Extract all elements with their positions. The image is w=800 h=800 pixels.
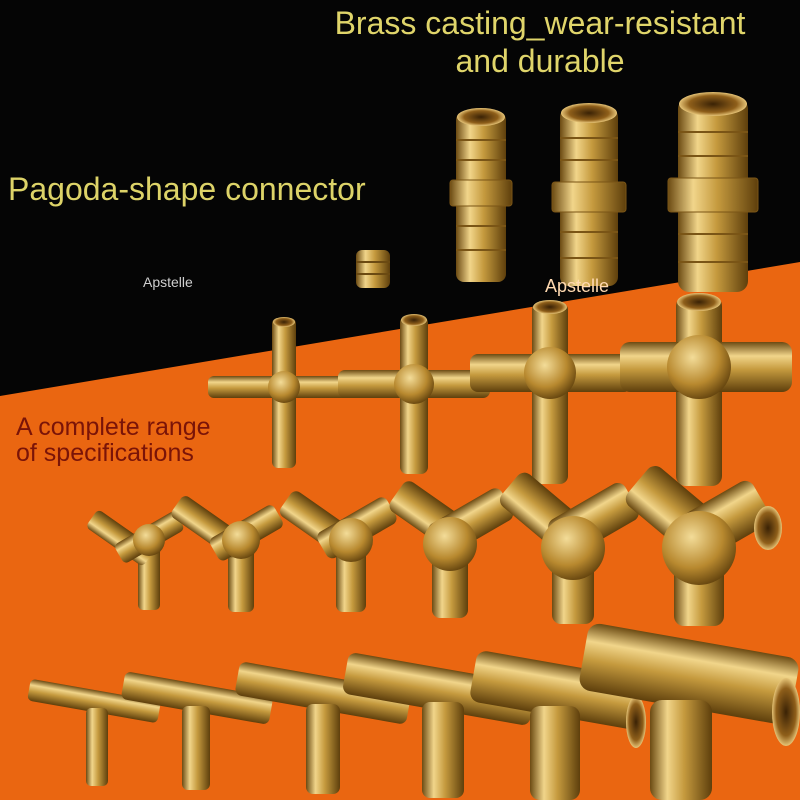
watermark-left: Apstelle	[143, 274, 193, 290]
y-connector-5	[499, 472, 639, 624]
cross-connector-4	[620, 293, 792, 486]
headline-line-1: Brass casting_wear-resistant	[334, 5, 746, 41]
y-connector-2	[171, 496, 283, 612]
range-label: A complete range of specifications	[16, 414, 211, 466]
straight-connector-small	[356, 250, 390, 288]
y-connector-1	[87, 510, 184, 610]
cross-connector-3	[470, 300, 632, 484]
straight-connector-xlarge	[667, 92, 759, 292]
y-connector-3	[279, 491, 397, 612]
y-connector-4	[389, 481, 514, 618]
t-connector-4	[343, 653, 535, 798]
straight-connector-large	[551, 103, 627, 286]
cross-connector-1	[208, 317, 360, 468]
watermark-right: Apstelle	[545, 276, 610, 296]
t-connector-1	[27, 679, 161, 786]
y-connector-6	[625, 466, 782, 626]
t-connector-3	[235, 662, 411, 794]
headline-line-2: and durable	[455, 43, 625, 79]
range-label-line-2: of specifications	[16, 439, 194, 467]
straight-connector-medium	[449, 108, 513, 282]
t-connector-6	[579, 623, 800, 800]
feature-label: Pagoda-shape connector	[8, 171, 366, 207]
t-connector-2	[121, 672, 273, 790]
cross-connector-2	[338, 314, 490, 474]
t-connector-5	[470, 651, 646, 800]
range-label-line-1: A complete range	[16, 413, 211, 441]
headline: Brass casting_wear-resistant and durable	[300, 4, 780, 80]
